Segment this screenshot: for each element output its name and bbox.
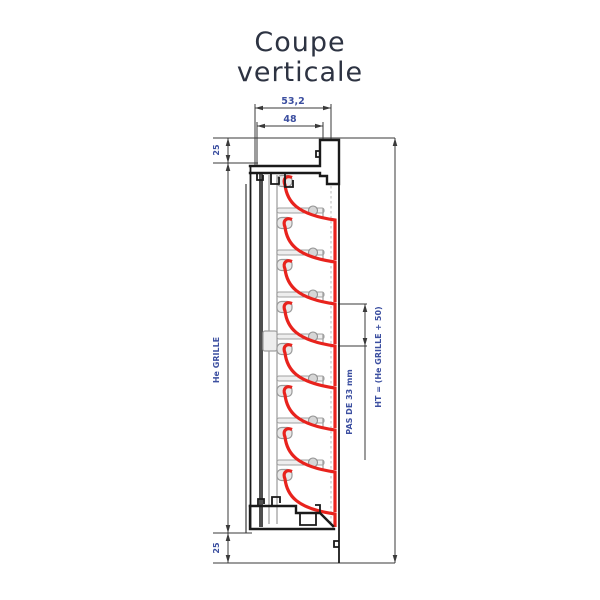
dim-top-offset: 25 [212, 144, 221, 156]
top-frame-profile [248, 138, 341, 188]
dim-inner-depth: 48 [283, 114, 297, 125]
dim-total-height: HT = (He GRILLE + 50) [374, 306, 383, 407]
dim-slat-pitch: PAS DE 33 mm [345, 369, 354, 434]
dim-bottom-offset: 25 [212, 542, 221, 554]
rail-splice [262, 330, 278, 352]
title-line-1: Coupe [254, 27, 346, 58]
mounting-rail [245, 166, 332, 533]
title-line-2: verticale [236, 57, 364, 88]
page-title: Coupe verticale [0, 28, 600, 88]
dim-outer-depth: 53,2 [281, 96, 304, 107]
louvre-slats [275, 173, 337, 527]
dimension-labels: 53,2 48 25 He GRILLE 25 PAS DE 33 mm HT … [212, 96, 383, 554]
slat [276, 468, 337, 527]
dimension-lines [213, 104, 398, 564]
bottom-frame-profile [248, 496, 339, 548]
dim-grille-height: He GRILLE [212, 337, 221, 383]
